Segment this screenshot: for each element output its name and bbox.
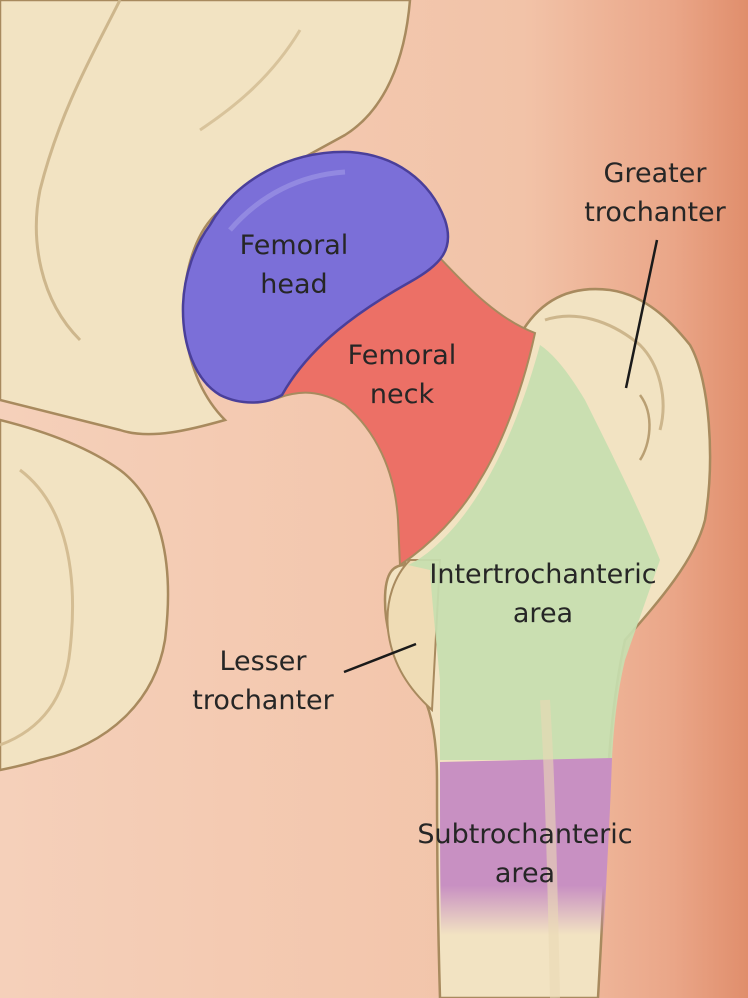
lesser-trochanter-label-line2: trochanter xyxy=(192,685,334,716)
subtrochanteric-region xyxy=(440,758,612,935)
femoral-head-label-line2: head xyxy=(260,269,328,300)
greater-trochanter-label-line2: trochanter xyxy=(584,197,726,228)
subtrochanteric-area-label: Subtrochanteric area xyxy=(395,815,655,893)
ischium-bone xyxy=(0,418,170,772)
lesser-trochanter-label: Lesser trochanter xyxy=(180,642,346,720)
femoral-neck-label: Femoral neck xyxy=(320,336,484,414)
femoral-neck-label-line1: Femoral xyxy=(347,340,457,371)
greater-trochanter-ridge xyxy=(638,394,651,461)
lesser-trochanter-leader-line xyxy=(343,642,417,674)
lesser-trochanter-bone xyxy=(386,559,442,713)
femoral-shaft-contour xyxy=(540,699,560,998)
pelvis-contour xyxy=(199,29,302,132)
femoral-head-highlight xyxy=(228,169,346,232)
subtrochanteric-area-label-line2: area xyxy=(494,858,556,889)
greater-trochanter-label: Greater trochanter xyxy=(565,154,745,232)
femoral-neck-label-line2: neck xyxy=(369,379,435,410)
intertrochanteric-area-label: Intertrochanteric area xyxy=(418,555,668,633)
femoral-head-label-line1: Femoral xyxy=(239,230,349,261)
femoral-head-label: Femoral head xyxy=(212,226,376,304)
greater-trochanter-ridge xyxy=(544,314,665,431)
pelvis-contour xyxy=(34,0,122,342)
intertrochanteric-region xyxy=(408,345,660,760)
ischium-contour xyxy=(0,468,74,747)
greater-trochanter-label-line1: Greater xyxy=(603,158,707,189)
intertrochanteric-area-label-line2: area xyxy=(512,598,574,629)
subtrochanteric-area-label-line1: Subtrochanteric xyxy=(417,819,633,850)
femoral-head-region xyxy=(181,150,450,404)
intertrochanteric-area-label-line1: Intertrochanteric xyxy=(429,559,657,590)
lesser-trochanter-label-line1: Lesser xyxy=(219,646,307,677)
greater-trochanter-leader-line xyxy=(624,239,659,389)
